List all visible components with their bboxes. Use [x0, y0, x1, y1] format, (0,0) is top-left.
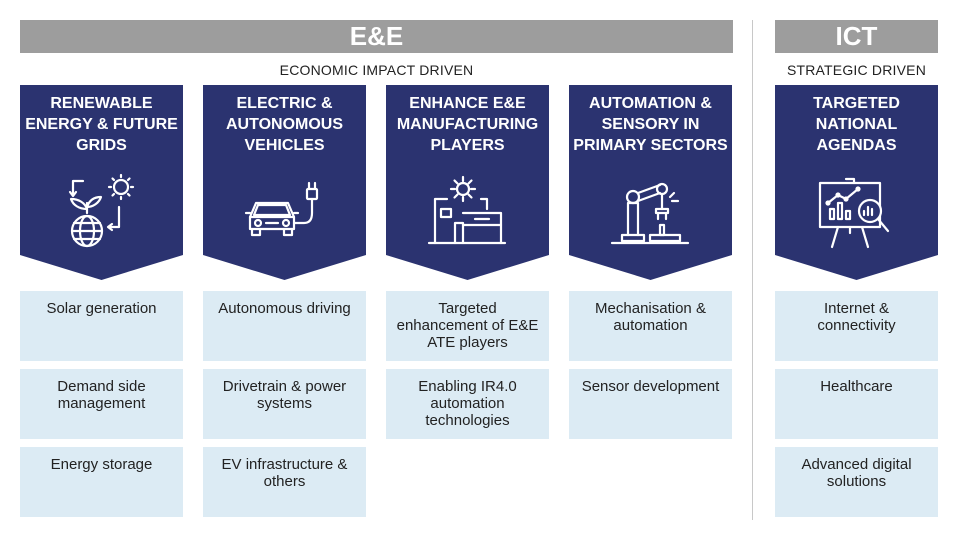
banner-title: AUTOMATION & SENSORY IN PRIMARY SECTORS — [573, 95, 728, 154]
list-item-ir40-automation: Enabling IR4.0 automation technologies — [386, 369, 549, 439]
banner-shape — [569, 85, 732, 280]
ee-header: E&E — [20, 20, 733, 53]
analytics-board-icon — [818, 177, 890, 249]
banner-title: ENHANCE E&E MANUFACTURING PLAYERS — [396, 95, 539, 154]
list-item-autonomous-driving: Autonomous driving — [203, 291, 366, 361]
ict-header: ICT — [775, 20, 938, 53]
list-item-solar-generation: Solar generation — [20, 291, 183, 361]
banner-title: TARGETED NATIONAL AGENDAS — [813, 95, 900, 154]
list-item-healthcare: Healthcare — [775, 369, 938, 439]
factory-gear-icon — [427, 175, 507, 245]
list-item-sensor-development: Sensor development — [569, 369, 732, 439]
robot-arm-icon — [610, 182, 690, 245]
list-item-ate-players: Targeted enhancement of E&E ATE players — [386, 291, 549, 361]
ee-subheader: ECONOMIC IMPACT DRIVEN — [279, 62, 474, 78]
electric-car-icon — [244, 181, 319, 237]
banner-shape — [203, 85, 366, 280]
banner-shape — [386, 85, 549, 280]
banner-national-agendas: TARGETED NATIONAL AGENDAS — [775, 85, 938, 280]
list-item-energy-storage: Energy storage — [20, 447, 183, 517]
banner-manufacturing: ENHANCE E&E MANUFACTURING PLAYERS — [386, 85, 549, 280]
list-item-demand-side-management: Demand side management — [20, 369, 183, 439]
banner-title: RENEWABLE ENERGY & FUTURE GRIDS — [25, 95, 178, 154]
renewable-energy-icon — [68, 173, 135, 248]
banner-automation: AUTOMATION & SENSORY IN PRIMARY SECTORS — [569, 85, 732, 280]
list-item-drivetrain: Drivetrain & power systems — [203, 369, 366, 439]
list-item-internet-connectivity: Internet & connectivity — [775, 291, 938, 361]
section-divider — [752, 20, 753, 520]
banner-shape — [20, 85, 183, 280]
list-item-ev-infrastructure: EV infrastructure & others — [203, 447, 366, 517]
banner-electric-vehicles: ELECTRIC & AUTONOMOUS VEHICLES — [203, 85, 366, 280]
list-item-mechanisation: Mechanisation & automation — [569, 291, 732, 361]
banner-renewable-energy: RENEWABLE ENERGY & FUTURE GRIDS — [20, 85, 183, 280]
ict-subheader: STRATEGIC DRIVEN — [786, 62, 927, 78]
list-item-advanced-digital: Advanced digital solutions — [775, 447, 938, 517]
banner-title: ELECTRIC & AUTONOMOUS VEHICLES — [225, 95, 344, 154]
